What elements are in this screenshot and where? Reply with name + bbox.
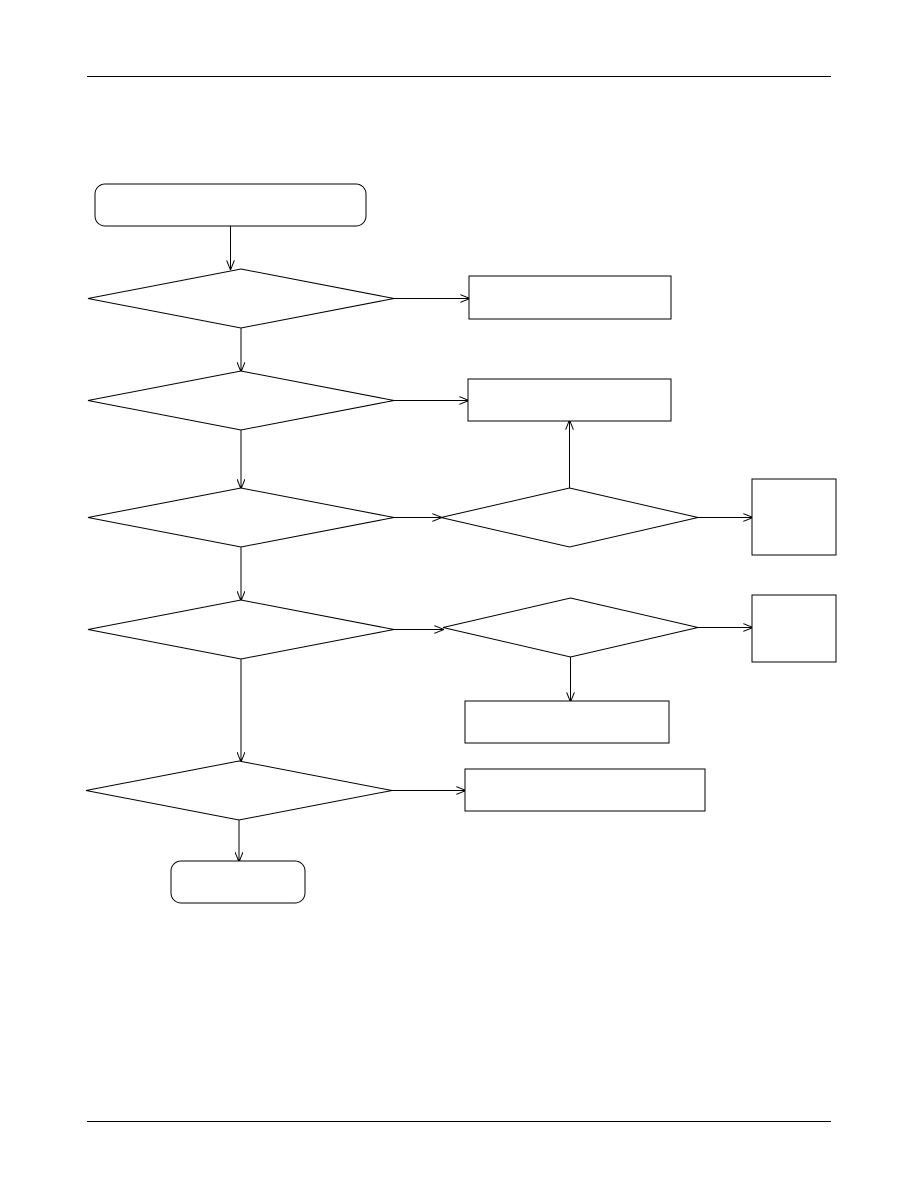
node-decision-4 (87, 599, 395, 660)
process-box (468, 275, 672, 320)
edges-layer (231, 226, 753, 861)
decision-diamond (440, 487, 699, 548)
terminal-box (170, 860, 306, 904)
node-action-4b (464, 700, 670, 744)
decision-diamond (87, 370, 395, 431)
decision-diamond (87, 268, 395, 329)
node-decision-3b (440, 487, 699, 548)
decision-diamond (87, 599, 395, 660)
node-action-1 (468, 275, 672, 320)
node-end (170, 860, 306, 904)
process-box (751, 478, 837, 556)
node-action-5 (464, 768, 706, 812)
decision-diamond (87, 487, 395, 548)
process-box (467, 378, 672, 422)
terminal-box (94, 183, 367, 227)
process-box (464, 700, 670, 744)
node-start (94, 183, 367, 227)
node-decision-5 (85, 760, 393, 821)
node-decision-1 (87, 268, 395, 329)
node-decision-3 (87, 487, 395, 548)
decision-diamond (85, 760, 393, 821)
process-box (751, 594, 837, 663)
node-action-3 (751, 478, 837, 556)
node-decision-4b (442, 597, 699, 658)
process-box (464, 768, 706, 812)
node-action-4 (751, 594, 837, 663)
nodes-layer (85, 183, 837, 904)
node-action-2 (467, 378, 672, 422)
header-rule (87, 76, 831, 77)
node-decision-2 (87, 370, 395, 431)
footer-rule (87, 1121, 831, 1122)
decision-diamond (442, 597, 699, 658)
